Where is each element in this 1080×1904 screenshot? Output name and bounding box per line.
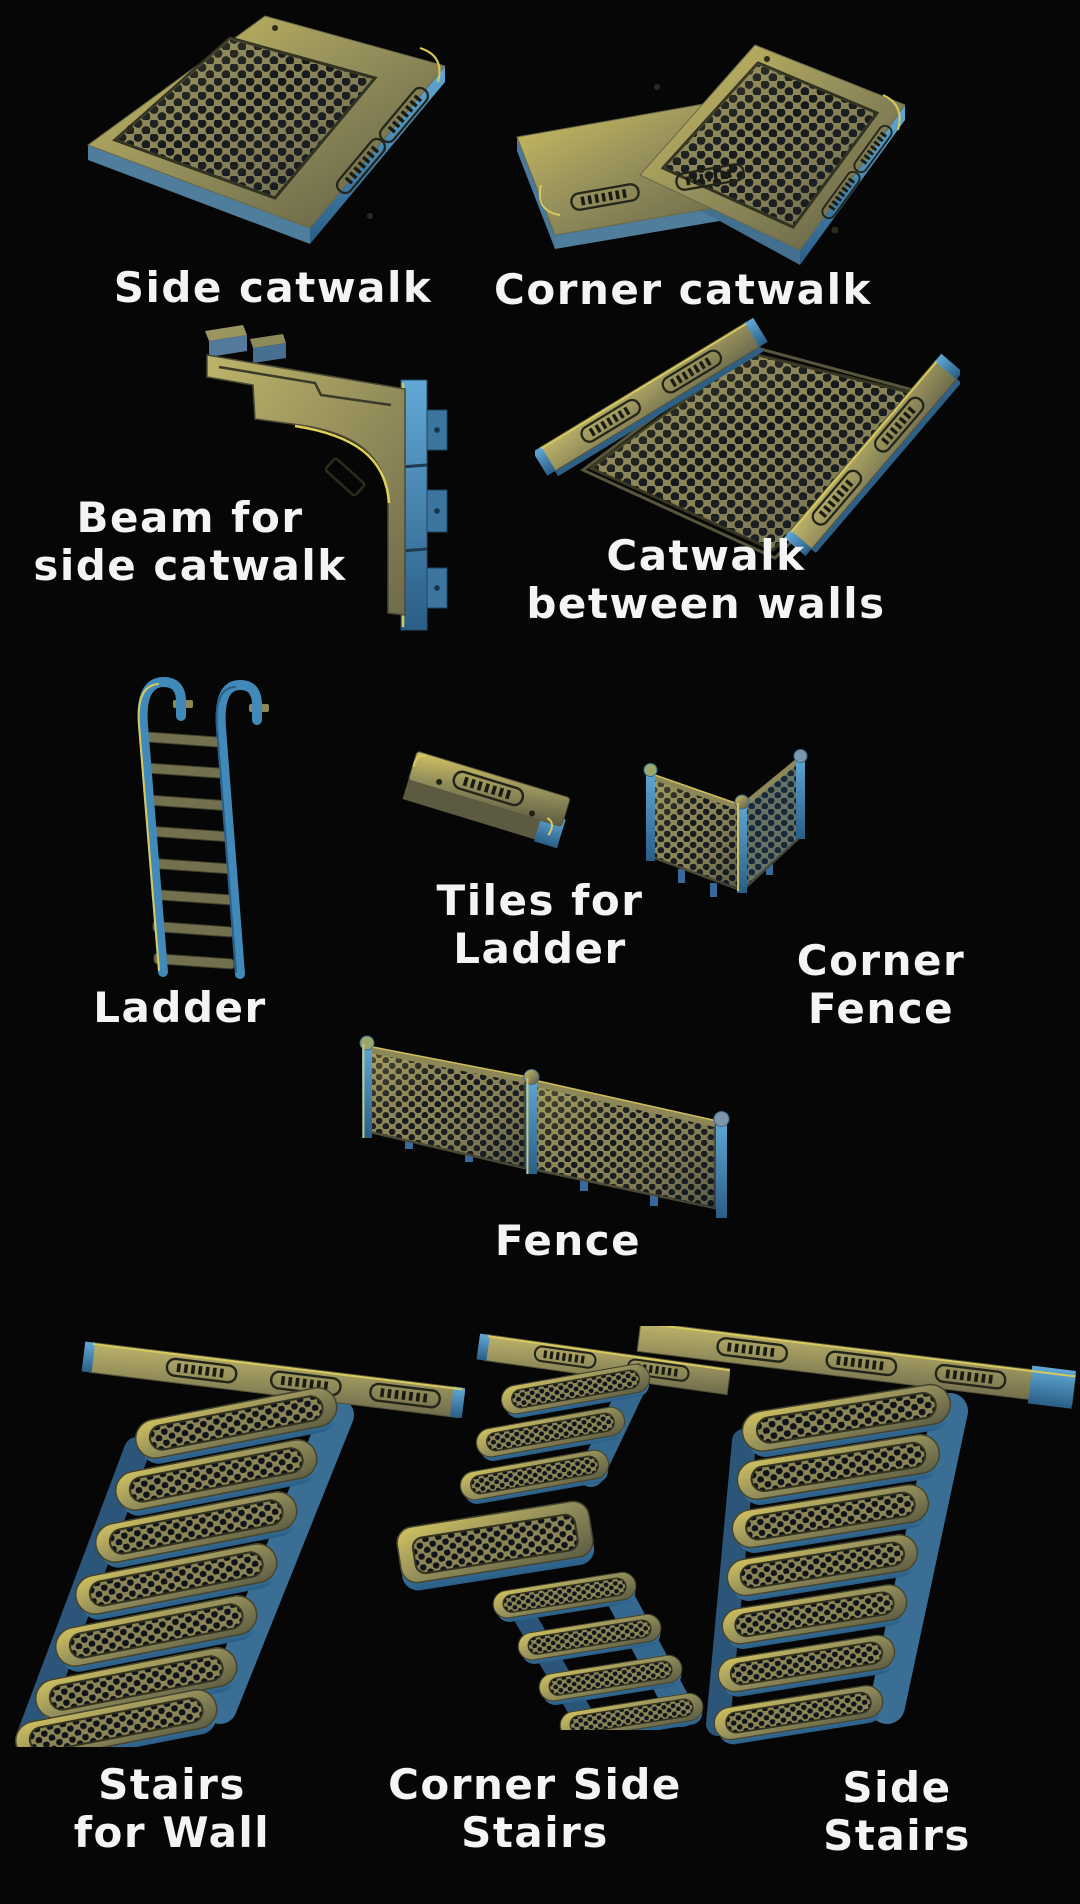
render-corner-catwalk: [505, 25, 925, 275]
render-side-catwalk: [70, 8, 470, 248]
right-rail: [784, 353, 960, 556]
render-ladder: [118, 640, 283, 985]
bolt-holes: [127, 25, 373, 219]
bolt-holes: [654, 56, 839, 234]
render-beam-for-side-catwalk: [195, 325, 450, 650]
render-tiles-for-ladder: [398, 750, 578, 860]
label-corner-fence: Corner Fence: [796, 936, 966, 1033]
corner-fence-graphic: [643, 749, 808, 897]
render-side-stairs: [635, 1326, 1080, 1750]
panel-2: [534, 1079, 717, 1210]
label-catwalk-between-walls: Catwalk between walls: [526, 531, 886, 628]
side-rails: [137, 676, 263, 979]
rim-light: [294, 424, 391, 504]
landing-platform: [396, 1500, 595, 1591]
tile-bar: [402, 751, 570, 849]
label-tiles-for-ladder: Tiles for Ladder: [436, 876, 644, 973]
corner-arc-detail: [419, 47, 441, 83]
feet: [678, 861, 773, 897]
posts: [643, 749, 808, 893]
top-rail: [476, 1333, 730, 1396]
label-ladder: Ladder: [93, 983, 267, 1032]
top-lugs: [205, 325, 286, 363]
right-panel: [742, 754, 802, 892]
side-catwalk-graphic: [86, 15, 446, 244]
render-fence: [350, 1030, 745, 1225]
beam-graphic: [205, 325, 448, 631]
top-rail: [636, 1326, 1077, 1409]
render-stairs-for-wall: [15, 1335, 465, 1747]
fence-graphic: [359, 1035, 730, 1218]
corner-arc-details: [538, 94, 901, 216]
label-fence: Fence: [494, 1216, 642, 1265]
corner-catwalk-graphic: [516, 44, 906, 265]
left-rail: [535, 318, 768, 477]
catwalk-between-walls-graphic: [535, 318, 960, 560]
top-rail: [81, 1341, 465, 1419]
render-corner-fence: [638, 743, 818, 903]
render-catwalk-between-walls: [535, 318, 960, 583]
label-corner-side-stairs: Corner Side Stairs: [388, 1760, 682, 1857]
label-side-stairs: Side Stairs: [823, 1763, 971, 1860]
left-panel: [650, 773, 740, 891]
panel-groove: [218, 365, 392, 407]
label-beam-for-side-catwalk: Beam for side catwalk: [33, 493, 347, 590]
tiles-for-ladder-graphic: [402, 751, 570, 849]
label-corner-catwalk: Corner catwalk: [494, 265, 872, 314]
corner-side-stairs-graphic: [396, 1333, 730, 1730]
render-corner-side-stairs: [385, 1330, 730, 1730]
posts: [359, 1035, 730, 1218]
panel-1: [368, 1045, 527, 1170]
side-stairs-graphic: [636, 1326, 1077, 1748]
brace-tab: [324, 457, 366, 497]
hex-mesh: [660, 61, 880, 229]
label-side-catwalk: Side catwalk: [113, 263, 433, 312]
ladder-graphic: [137, 676, 269, 979]
hex-mesh: [112, 36, 378, 200]
bracket-face: [206, 354, 406, 616]
stairs-for-wall-graphic: [15, 1341, 465, 1747]
mount-blocks: [426, 409, 448, 609]
label-stairs-for-wall: Stairs for Wall: [73, 1760, 271, 1857]
